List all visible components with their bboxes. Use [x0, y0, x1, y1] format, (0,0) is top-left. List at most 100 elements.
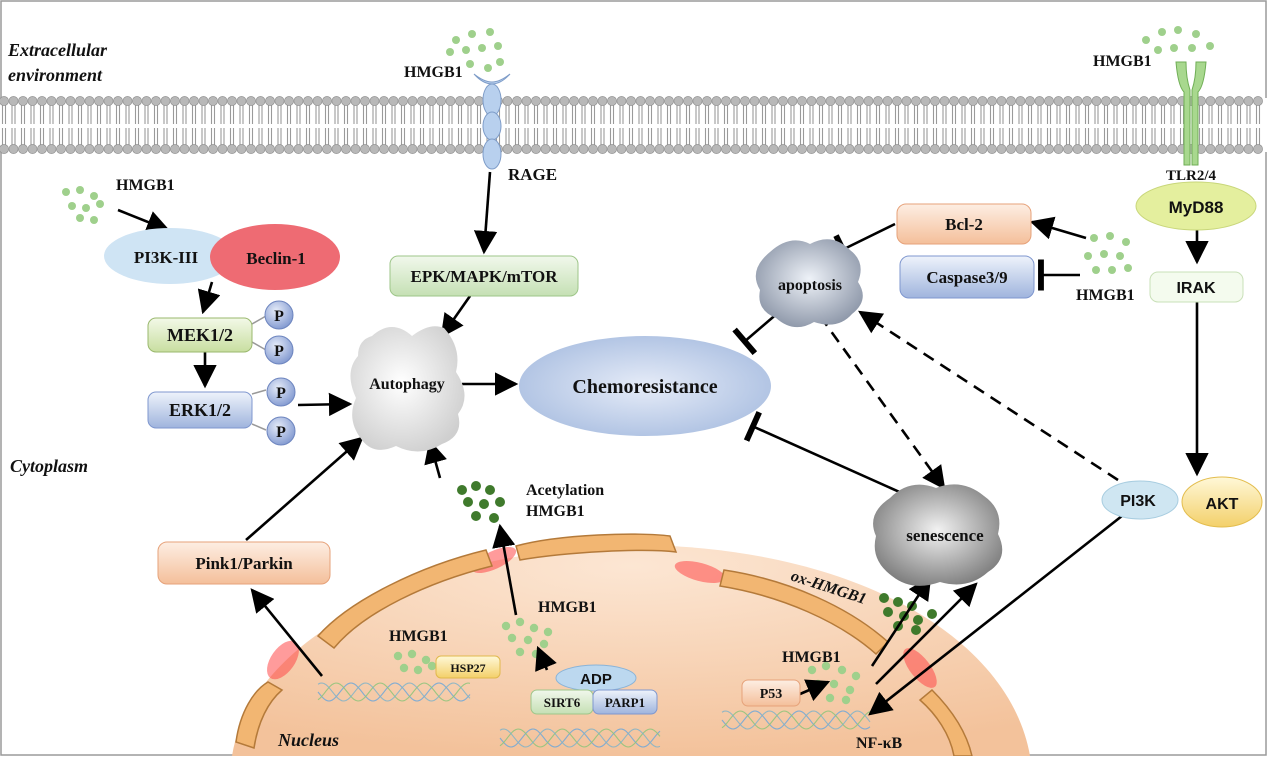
lipid-head [56, 96, 66, 106]
lipid-head [208, 144, 218, 154]
lipid-head [293, 144, 304, 154]
lipid-head [892, 96, 902, 106]
lipid-head [350, 96, 361, 106]
lipid-head [407, 96, 418, 106]
hmgb1-dot [851, 671, 861, 681]
rage-label: RAGE [508, 165, 557, 184]
parp1-label: PARP1 [605, 695, 645, 710]
lipid-head [360, 96, 370, 106]
dna-strand [721, 710, 871, 730]
epk-mapk-mtor-node [389, 255, 579, 297]
phospho-label: P [274, 343, 284, 360]
lipid-head [1120, 96, 1130, 106]
hmgb1-dot [82, 204, 90, 212]
hmgb1-dot [494, 42, 502, 50]
lipid-head [1148, 96, 1159, 106]
hmgb1-dot [927, 609, 937, 619]
hmgb1-dot [90, 216, 98, 224]
lipid-head [1129, 96, 1140, 106]
lipid-head [227, 96, 237, 106]
lipid-head [303, 144, 313, 154]
lipid-head [417, 96, 427, 106]
lipid-head [455, 96, 465, 106]
lipid-head [759, 144, 769, 154]
hmgb1-label-nuclear-right: HMGB1 [782, 649, 841, 666]
lipid-head [835, 96, 845, 106]
akt-label: AKT [1206, 496, 1239, 513]
lipid-head [578, 144, 589, 154]
lipid-head [1253, 96, 1263, 106]
beclin-1-node [210, 224, 340, 290]
lipid-head [987, 96, 997, 106]
lipid-head [379, 96, 389, 106]
senescence-cell [873, 484, 1003, 586]
lipid-head [816, 144, 826, 154]
hmgb1-dot [841, 695, 851, 705]
hmgb1-dot [427, 661, 437, 671]
phospho-label: P [274, 308, 284, 325]
lipid-head [550, 144, 560, 154]
hmgb1-dot [515, 617, 525, 627]
lipid-head [920, 96, 931, 106]
lipid-head [749, 144, 760, 154]
lipid-head [930, 144, 940, 154]
lipid-head [1139, 96, 1149, 106]
lipid-head [616, 144, 627, 154]
hmgb1-dot [489, 513, 499, 523]
lipid-head [569, 144, 579, 154]
lipid-head [436, 96, 446, 106]
lipid-head [18, 144, 28, 154]
hmgb1-dot [913, 615, 923, 625]
parp1-node [592, 689, 658, 715]
phospho-group: P P P P [264, 300, 296, 446]
lipid-head [265, 96, 275, 106]
lipid-head [597, 96, 608, 106]
lipid-head [683, 96, 693, 106]
lipid-head [939, 144, 950, 154]
lipid-head [873, 96, 883, 106]
lipid-head [1234, 96, 1244, 106]
lipid-head [369, 96, 380, 106]
lipid-head [825, 96, 836, 106]
irak-node [1149, 271, 1244, 303]
lipid-head [1082, 96, 1092, 106]
lipid-head [502, 144, 513, 154]
lipid-head [8, 144, 19, 154]
lipid-head [1091, 96, 1102, 106]
lipid-head [512, 96, 522, 106]
lipid-head [854, 144, 864, 154]
lipid-head [1101, 144, 1111, 154]
hmgb1-dot [96, 200, 104, 208]
lipid-head [398, 144, 408, 154]
lipid-head [246, 96, 256, 106]
lipid-head [198, 96, 209, 106]
tlr-label: TLR2/4 [1166, 168, 1217, 184]
lipid-head [512, 144, 522, 154]
lipid-head [882, 96, 893, 106]
lipid-head [502, 96, 513, 106]
lipid-head [939, 96, 950, 106]
lipid-head [322, 96, 332, 106]
lipid-head [664, 144, 674, 154]
lipid-head [607, 96, 617, 106]
myd88-label: MyD88 [1169, 198, 1224, 217]
hmgb1-dot [845, 685, 855, 695]
lipid-head [1243, 144, 1254, 154]
hmgb1-dot [1158, 28, 1166, 36]
lipid-head [75, 96, 85, 106]
lipid-head [958, 96, 969, 106]
lipid-head [1044, 96, 1054, 106]
lipid-head [635, 144, 646, 154]
lipid-head [151, 96, 161, 106]
lipid-head [1053, 96, 1064, 106]
lipid-head [1110, 96, 1121, 106]
lipid-head [341, 96, 351, 106]
hmgb1-dot [393, 651, 403, 661]
myd88-node [1135, 181, 1257, 231]
lipid-head [1205, 96, 1216, 106]
tlr-receptor [1175, 61, 1207, 166]
phospho-circle [264, 300, 294, 330]
lipid-head [464, 144, 475, 154]
lipid-head [303, 96, 313, 106]
lipid-head [958, 144, 969, 154]
